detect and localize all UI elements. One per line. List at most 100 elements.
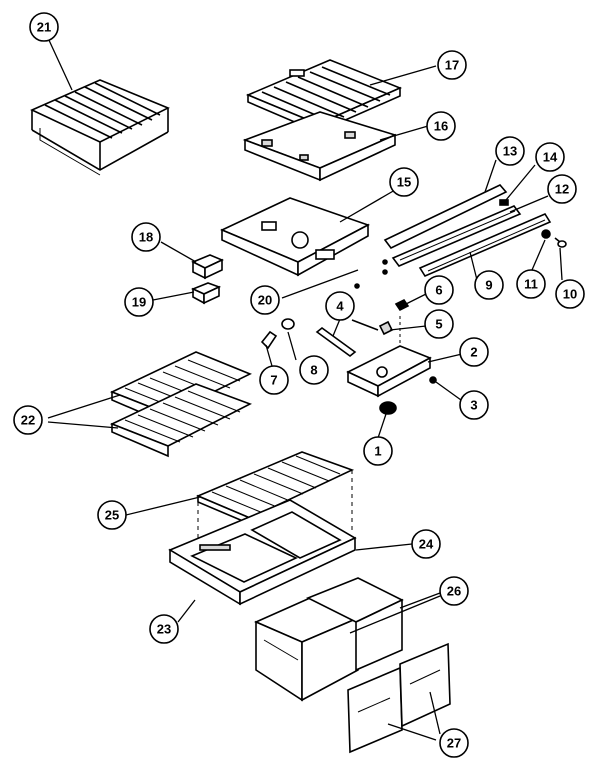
- part-21-wire-shelf: [30, 79, 170, 176]
- part-8-knob: [281, 318, 295, 330]
- callout-circle: [149, 614, 179, 644]
- callout-circle: [516, 269, 546, 299]
- callout-label: 9: [485, 278, 492, 293]
- callout-4: 4: [325, 291, 355, 321]
- callout-label: 21: [37, 20, 51, 35]
- callout-circle: [250, 285, 280, 315]
- callout-label: 16: [434, 119, 448, 134]
- callout-label: 26: [447, 584, 461, 599]
- part-18-bracket: [191, 254, 224, 280]
- callout-circle: [459, 390, 489, 420]
- callout-12: 12: [547, 174, 577, 204]
- callout-23: 23: [149, 614, 179, 644]
- callout-circle: [259, 365, 289, 395]
- part-6-fastener: [394, 298, 410, 312]
- callout-6: 6: [424, 275, 454, 305]
- callout-27: 27: [439, 728, 469, 758]
- callout-label: 11: [524, 277, 538, 292]
- callout-label: 5: [435, 317, 442, 332]
- callout-circle: [439, 728, 469, 758]
- part-9-rail: [418, 212, 552, 278]
- callout-circle: [424, 309, 454, 339]
- callout-9: 9: [474, 270, 504, 300]
- callout-17: 17: [437, 50, 467, 80]
- callout-circle: [97, 500, 127, 530]
- callout-label: 4: [336, 299, 344, 314]
- callout-label: 25: [105, 508, 119, 523]
- callout-2: 2: [459, 337, 489, 367]
- callout-label: 18: [139, 230, 153, 245]
- part-26-drawers: [254, 577, 404, 702]
- callout-circle: [474, 270, 504, 300]
- callout-circle: [325, 291, 355, 321]
- part-3-screw: [429, 376, 437, 384]
- callout-label: 12: [555, 182, 569, 197]
- callout-18: 18: [131, 222, 161, 252]
- callout-22: 22: [13, 405, 43, 435]
- callout-11: 11: [516, 269, 546, 299]
- callout-label: 27: [447, 736, 461, 751]
- callout-26: 26: [439, 576, 469, 606]
- callout-label: 19: [132, 295, 146, 310]
- callout-16: 16: [426, 111, 456, 141]
- callout-circle: [13, 405, 43, 435]
- callout-label: 22: [21, 413, 35, 428]
- callout-circle: [411, 529, 441, 559]
- callout-label: 20: [258, 293, 272, 308]
- part-2-housing: [346, 316, 432, 398]
- callout-label: 6: [435, 283, 442, 298]
- callout-25: 25: [97, 500, 127, 530]
- callout-circle: [124, 287, 154, 317]
- callout-label: 13: [503, 144, 517, 159]
- callout-label: 14: [543, 150, 558, 165]
- callout-circle: [363, 436, 393, 466]
- callout-1: 1: [363, 436, 393, 466]
- part-5-fastener: [351, 319, 394, 336]
- callout-3: 3: [459, 390, 489, 420]
- callout-label: 2: [470, 345, 477, 360]
- part-1-knob: [379, 401, 397, 415]
- callout-label: 1: [374, 444, 381, 459]
- part-24-crisper-frame: [168, 499, 357, 606]
- callout-circle: [437, 50, 467, 80]
- leader-lines: [47, 37, 563, 741]
- callout-label: 23: [157, 622, 171, 637]
- callout-10: 10: [555, 279, 585, 309]
- callout-circle: [299, 355, 329, 385]
- part-27-drawer-fronts: [347, 642, 451, 754]
- callout-circle: [555, 279, 585, 309]
- callout-circle: [424, 275, 454, 305]
- callout-19: 19: [124, 287, 154, 317]
- part-7-knob: [260, 330, 278, 350]
- part-15-shelf-cover: [220, 197, 371, 277]
- part-12-rail: [391, 205, 522, 267]
- callout-circle: [459, 337, 489, 367]
- part-screws: [354, 259, 388, 289]
- part-19-bracket: [190, 282, 222, 305]
- part-13-rail: [383, 184, 508, 250]
- part-4-rod: [315, 326, 357, 358]
- callout-label: 10: [563, 287, 577, 302]
- callout-7: 7: [259, 365, 289, 395]
- callout-13: 13: [495, 136, 525, 166]
- part-11-washer: [541, 229, 551, 239]
- callout-circle: [547, 174, 577, 204]
- callout-14: 14: [535, 142, 565, 172]
- callout-24: 24: [411, 529, 441, 559]
- part-10-screw: [554, 237, 567, 248]
- callout-circle: [389, 167, 419, 197]
- callout-label: 17: [445, 58, 459, 73]
- callout-5: 5: [424, 309, 454, 339]
- callout-label: 15: [397, 175, 411, 190]
- callout-circle: [535, 142, 565, 172]
- part-22-shelves: [109, 351, 252, 458]
- callout-label: 8: [310, 363, 317, 378]
- callout-15: 15: [389, 167, 419, 197]
- callout-21: 21: [29, 12, 59, 42]
- callout-20: 20: [250, 285, 280, 315]
- callout-circle: [426, 111, 456, 141]
- callout-label: 7: [270, 373, 277, 388]
